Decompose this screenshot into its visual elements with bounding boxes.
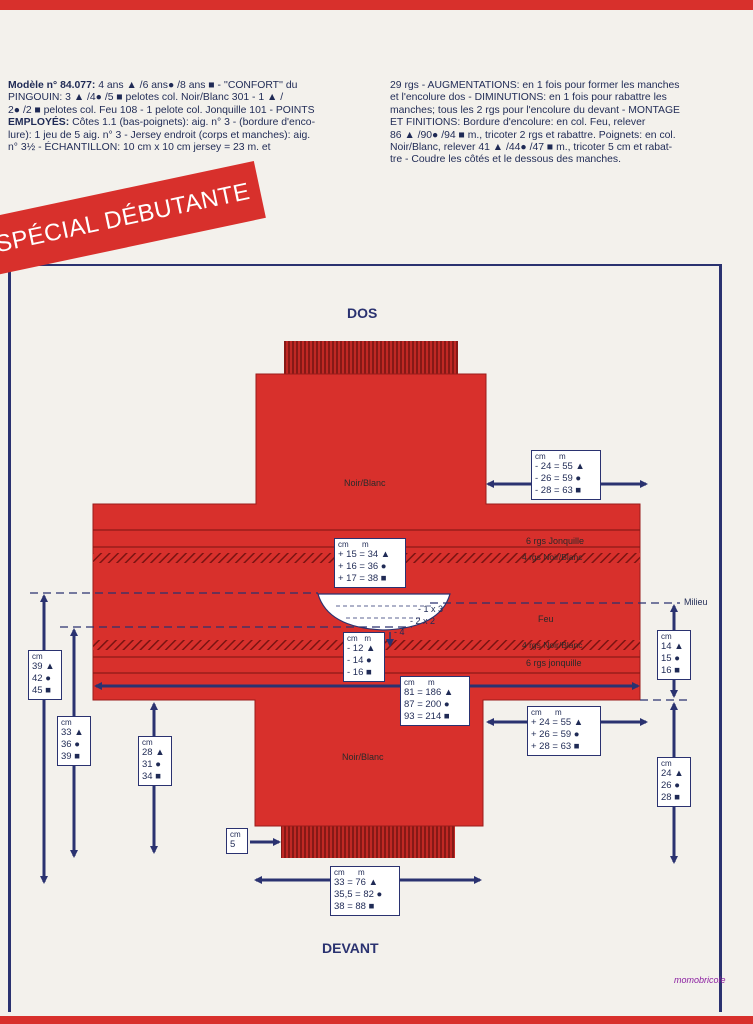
stripe-label-jonquille: 6 rgs Jonquille (526, 536, 585, 546)
header-right-line: tre - Coudre les côtés et le dessous des… (390, 154, 622, 166)
header-right-line: et l'encolure dos - DIMINUTIONS: en 1 fo… (390, 92, 667, 104)
measure-box-rib: cm 5 (226, 828, 248, 854)
neck-dec-label: - 1 x 3 (418, 604, 444, 614)
top-red-border (0, 0, 753, 10)
header-left-line: Modèle n° 84.077: 4 ans ▲ /6 ans● /8 ans… (8, 80, 298, 91)
stripe-label-jonquille: 6 rgs jonquille (526, 658, 582, 668)
neck-dec-label: - 2 x 2 (410, 616, 436, 626)
header-right-line: manches; tous les 2 rgs pour l'encolure … (390, 104, 680, 116)
hem-ribbing-bottom (281, 826, 455, 858)
measure-box-sleeve-top: cm m - 24 = 55 ▲- 26 = 59 ●- 28 = 63 ■ (531, 450, 601, 500)
neck-ribbing-top (284, 341, 458, 374)
signature-watermark: momobricole (674, 975, 726, 985)
bottom-red-border (0, 1016, 753, 1024)
header-left-line: 2● /2 ■ pelotes col. Feu 108 - 1 pelote … (8, 104, 315, 116)
header-right-column: 29 rgs - AUGMENTATIONS: en 1 fois pour f… (390, 80, 740, 167)
measure-box-body-length: cm 28 ▲31 ●34 ■ (138, 736, 172, 786)
diagram-frame (8, 264, 722, 1012)
measure-box-sleeve-length: cm 24 ▲26 ●28 ■ (657, 757, 691, 807)
color-label-noir-blanc: Noir/Blanc (344, 478, 386, 488)
measure-box-hem: cm m 33 = 76 ▲35,5 = 82 ●38 = 88 ■ (330, 866, 400, 916)
neck-opening (317, 593, 451, 631)
color-label-noir-blanc: Noir/Blanc (342, 752, 384, 762)
milieu-label: Milieu (684, 597, 708, 607)
header-left-line: n° 3½ - ÉCHANTILLON: 10 cm x 10 cm jerse… (8, 142, 271, 154)
dos-title: DOS (347, 305, 378, 321)
measure-box-armhole: cm 14 ▲15 ●16 ■ (657, 630, 691, 680)
stripe-label-noir-blanc: 4 rgs Noir/Blanc (522, 640, 583, 650)
devant-title: DEVANT (322, 940, 379, 956)
header-left-line: lure): 1 jeu de 5 aig. n° 3 - Jersey end… (8, 129, 311, 141)
header-right-line: Noir/Blanc, relever 41 ▲ /44● /47 ■ m., … (390, 142, 673, 154)
header-right-line: ET FINITIONS: Bordure d'encolure: en col… (390, 117, 646, 129)
measure-box-neck-top: cm m + 15 = 34 ▲+ 16 = 36 ●+ 17 = 38 ■ (334, 538, 406, 588)
neck-dec-label: - 4 (394, 627, 405, 637)
header-right-line: 29 rgs - AUGMENTATIONS: en 1 fois pour f… (390, 80, 680, 91)
header-left-column: Modèle n° 84.077: 4 ans ▲ /6 ans● /8 ans… (8, 80, 366, 154)
measure-box-sleeve-bottom: cm m + 24 = 55 ▲+ 26 = 59 ●+ 28 = 63 ■ (527, 706, 601, 756)
measure-box-width: cm m 81 = 186 ▲87 = 200 ●93 = 214 ■ (400, 676, 470, 726)
header-left-line: EMPLOYÉS: Côtes 1.1 (bas-poignets): aig.… (8, 117, 316, 129)
header-right-line: 86 ▲ /90● /94 ■ m., tricoter 2 rgs et ra… (390, 129, 676, 141)
measure-box-total-length: cm 39 ▲42 ●45 ■ (28, 650, 62, 700)
color-label-feu: Feu (538, 614, 554, 624)
measure-box-neck-bottom: cm m - 12 ▲- 14 ●- 16 ■ (343, 632, 385, 682)
header-left-line: PINGOUIN: 3 ▲ /4● /5 ■ pelotes col. Noir… (8, 92, 284, 104)
stripe-label-noir-blanc: 4 rgs Noir/Blanc (522, 552, 583, 562)
measure-box-neck-length: cm 33 ▲36 ●39 ■ (57, 716, 91, 766)
